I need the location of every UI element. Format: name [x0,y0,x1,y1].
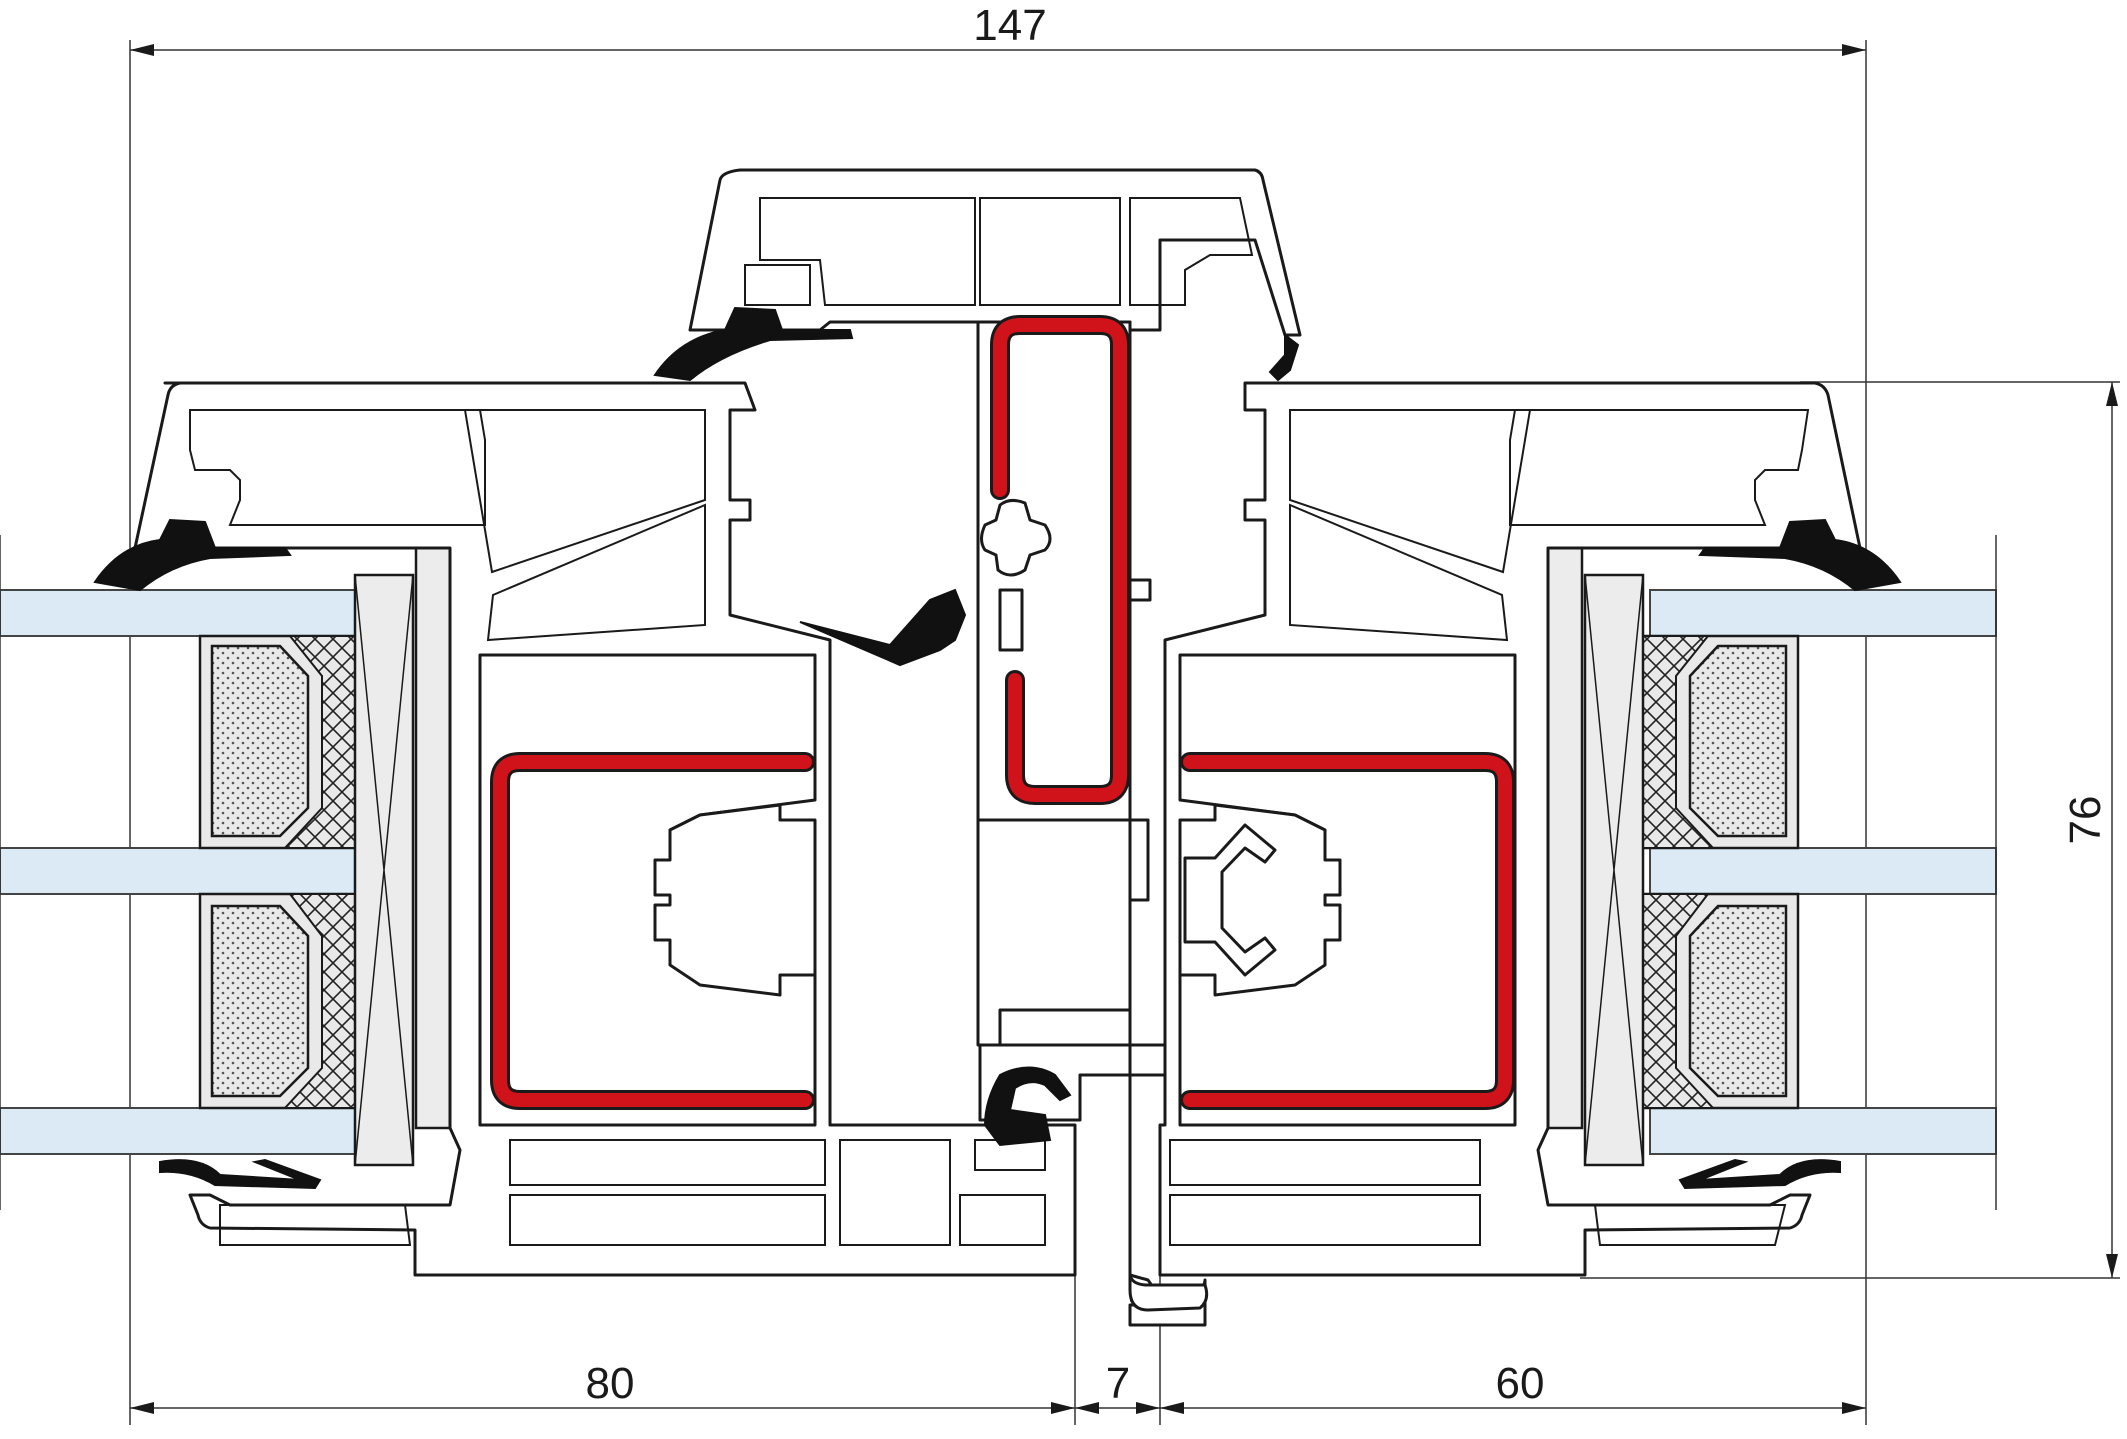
left-glazing-block-inner [414,546,452,1130]
mullion-reinforcement [993,318,1127,802]
right-glass-pane-3 [1649,1107,1997,1155]
right-desiccant-lower [1688,904,1788,1098]
left-desiccant-upper [210,644,310,838]
mullion-gasket-cross [980,498,1052,577]
right-glazing-block-inner [1546,546,1584,1130]
right-glazing-unit [1546,535,1997,1210]
left-top-frame-seal [653,306,854,382]
gap-width-label: 7 [1106,1359,1130,1408]
right-sash-reinforcement [1183,755,1512,1107]
left-bottom-glazing-seal [159,1158,322,1190]
mullion-bottom-seal [983,1066,1072,1147]
right-width-label: 60 [1496,1359,1545,1408]
right-desiccant-upper [1688,644,1788,838]
left-sash-profile [133,381,1077,1277]
left-width-label: 80 [586,1359,635,1408]
dimension-lines [129,40,2120,1425]
left-glass-pane-2 [0,847,356,895]
right-glass-pane-2 [1649,847,1997,895]
central-mullion [688,168,1302,1327]
mullion-top-cap [688,168,1302,337]
height-label: 76 [2061,796,2110,845]
steel-reinforcements [490,315,1515,1110]
left-glazing-unit [0,535,452,1210]
mullion-right-top-seal [1268,332,1300,382]
right-bottom-glazing-seal [1678,1158,1841,1190]
left-desiccant-lower [210,904,310,1098]
left-outer-glazing-seal [93,518,292,592]
right-outer-glazing-seal [1698,518,1902,592]
right-glass-pane-1 [1649,589,1997,637]
left-sash-core [653,803,817,997]
right-mullion-gasket [1183,823,1277,977]
left-sash-center-seal [799,588,967,667]
left-sash-reinforcement [493,755,812,1107]
gaskets [93,306,1902,1190]
overall-width-label: 147 [973,1,1046,50]
left-glass-pane-1 [0,589,356,637]
left-glass-pane-3 [0,1107,356,1155]
